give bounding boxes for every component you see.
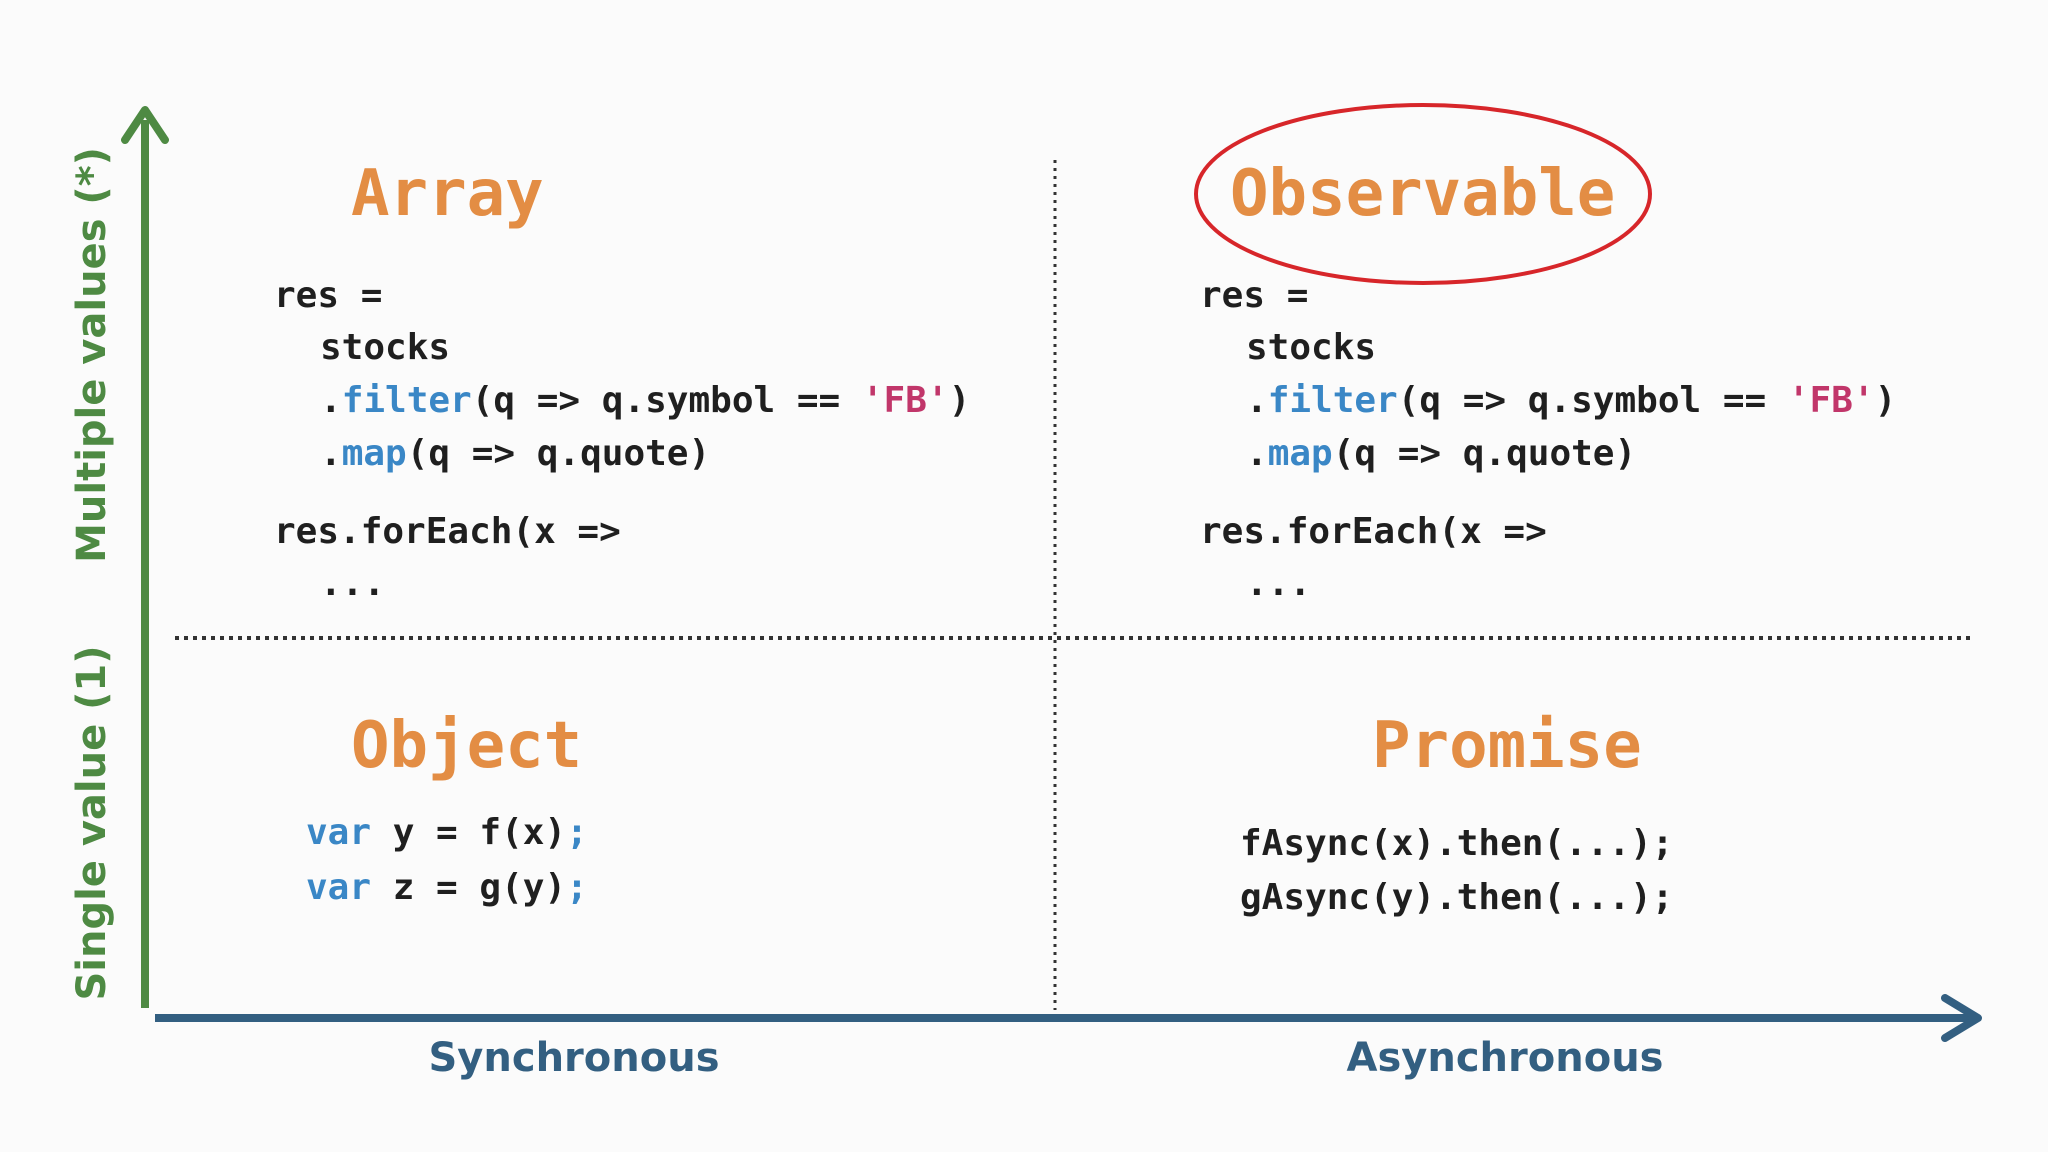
array-title: Array: [351, 157, 544, 231]
observable-code-line-1: res =: [1200, 275, 1309, 316]
string-literal: 'FB': [1787, 380, 1875, 421]
object-code-line-1: var y = f(x);: [306, 812, 588, 853]
array-code-line-6: ...: [320, 563, 386, 604]
promise-code-line-1: fAsync(x).then(...);: [1240, 823, 1674, 864]
string-literal: 'FB': [861, 380, 949, 421]
array-code-line-3: .filter(q => q.symbol == 'FB'): [320, 380, 971, 421]
x-axis-label-synchronous: Synchronous: [428, 1035, 720, 1081]
array-code-line-1: res =: [274, 275, 383, 316]
var-keyword: var: [306, 812, 372, 853]
observable-title: Observable: [1230, 157, 1616, 231]
filter-method: filter: [1267, 380, 1398, 421]
observable-code-line-4: .map(q => q.quote): [1246, 433, 1637, 474]
y-axis-label-multiple: Multiple values (*): [69, 147, 115, 563]
y-axis-label-single: Single value (1): [69, 645, 115, 1001]
map-method: map: [1267, 433, 1333, 474]
array-code-line-5: res.forEach(x =>: [274, 511, 621, 552]
x-axis-label-asynchronous: Asynchronous: [1346, 1035, 1664, 1081]
x-axis-arrowhead: [1941, 994, 1982, 1042]
observable-code-line-2: stocks: [1246, 327, 1377, 368]
array-code-line-2: stocks: [320, 327, 451, 368]
promise-title: Promise: [1372, 709, 1642, 783]
observable-code-line-5: res.forEach(x =>: [1200, 511, 1547, 552]
object-title: Object: [351, 709, 583, 783]
y-axis-arrowhead: [121, 106, 169, 144]
map-method: map: [341, 433, 407, 474]
array-code-line-4: .map(q => q.quote): [320, 433, 711, 474]
object-code-line-2: var z = g(y);: [306, 867, 588, 908]
promise-code-line-2: gAsync(y).then(...);: [1240, 877, 1674, 918]
observable-code-line-3: .filter(q => q.symbol == 'FB'): [1246, 380, 1897, 421]
filter-method: filter: [341, 380, 472, 421]
observable-highlight-circle: [1194, 103, 1652, 285]
var-keyword: var: [306, 867, 372, 908]
observable-code-line-6: ...: [1246, 563, 1312, 604]
